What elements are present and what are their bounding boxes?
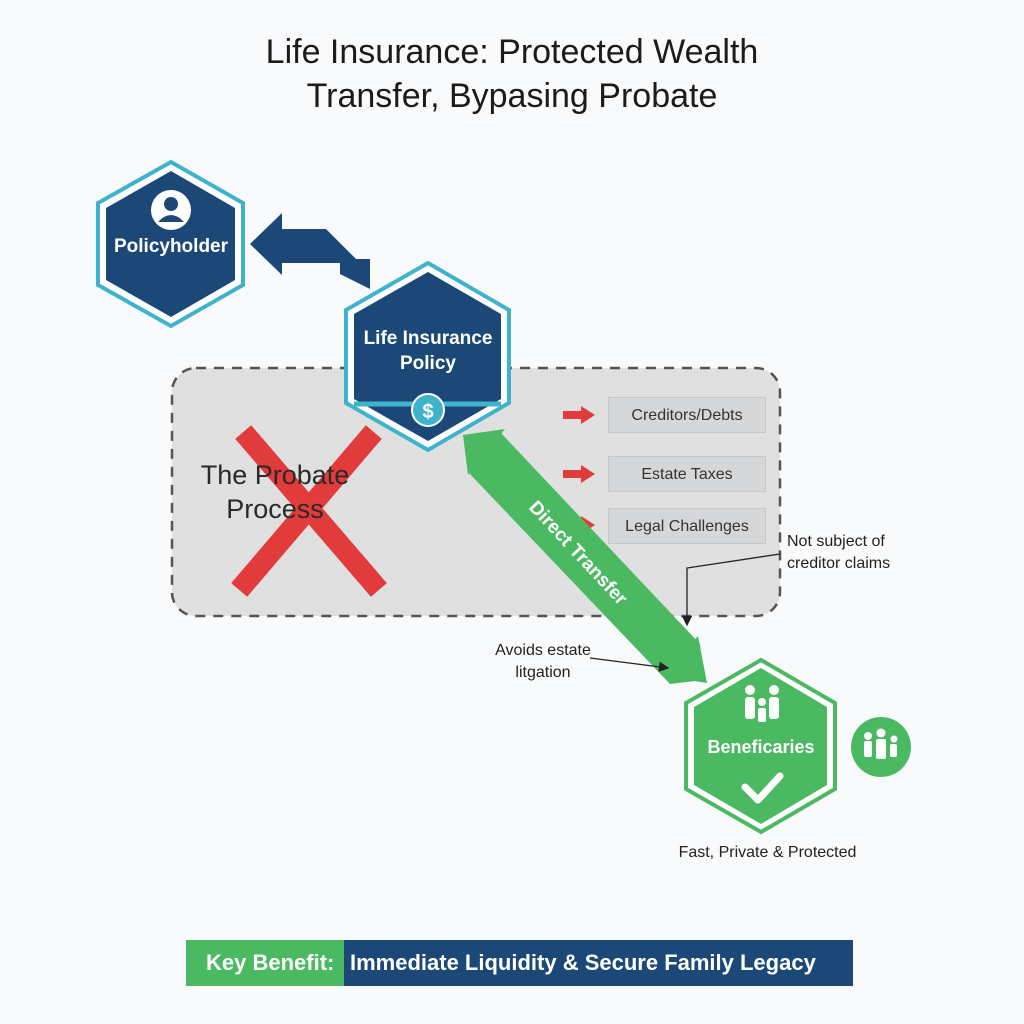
policy-label-line-2: Policy — [400, 353, 456, 374]
litigation-pointer — [589, 657, 670, 673]
policy-label-line-1: Life Insurance — [363, 328, 493, 349]
red-arrow-icon — [563, 465, 595, 483]
red-arrow-icon — [563, 406, 595, 424]
svg-text:$: $ — [422, 401, 433, 423]
key-benefit-value: Immediate Liquidity & Secure Family Lega… — [344, 940, 853, 986]
policy-label: Life Insurance Policy — [350, 326, 506, 376]
probate-item-creditors: Creditors/Debts — [608, 397, 766, 433]
litigation-note-line-1: Avoids estate — [495, 642, 591, 659]
probate-item-taxes: Estate Taxes — [608, 456, 766, 492]
probate-label: The Probate Process — [180, 458, 370, 526]
policyholder-label: Policyholder — [113, 236, 229, 257]
direct-transfer-arrow — [463, 429, 707, 684]
family-icon — [745, 685, 779, 722]
navy-double-arrow — [250, 213, 370, 289]
title-line-2: Transfer, Bypasing Probate — [306, 77, 718, 115]
creditor-note-line-1: Not subject of — [787, 533, 885, 550]
beneficiary-caption: Fast, Private & Protected — [678, 844, 857, 861]
user-icon — [151, 190, 191, 230]
creditor-note-line-2: creditor claims — [787, 555, 891, 572]
dollar-icon: $ — [411, 393, 445, 427]
beneficiaries-node[interactable] — [684, 657, 837, 835]
creditor-claim-pointer — [681, 553, 781, 627]
litigation-note-line-2: litgation — [515, 664, 571, 681]
probate-label-line-1: The Probate — [200, 460, 350, 490]
beneficiaries-label: Beneficaries — [707, 737, 815, 757]
check-icon — [741, 772, 784, 804]
key-benefit-banner: Key Benefit: Immediate Liquidity & Secur… — [186, 940, 853, 986]
policy-node[interactable] — [344, 260, 511, 453]
cross-icon — [231, 425, 387, 597]
page-title: Life Insurance: Protected Wealth Transfe… — [0, 30, 1024, 118]
litigation-note: Avoids estate litgation — [478, 640, 608, 684]
creditor-claims-note: Not subject of creditor claims — [787, 531, 890, 575]
probate-item-legal: Legal Challenges — [608, 508, 766, 544]
title-line-1: Life Insurance: Protected Wealth — [265, 33, 759, 71]
key-benefit-label: Key Benefit: — [186, 940, 344, 986]
probate-label-line-2: Process — [226, 494, 324, 524]
family-badge-icon — [851, 717, 911, 777]
policyholder-node[interactable] — [96, 159, 245, 329]
